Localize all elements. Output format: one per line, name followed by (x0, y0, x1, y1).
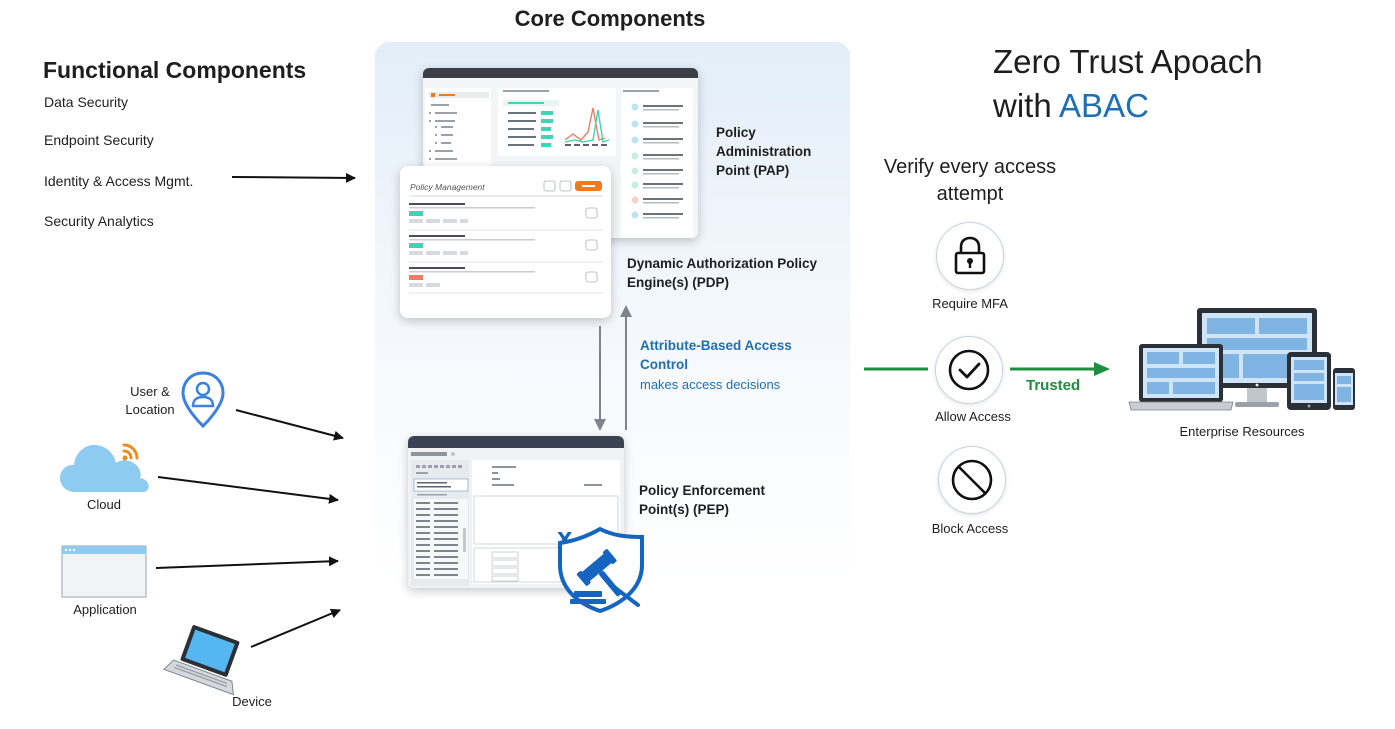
zero-trust-title-line2: with ABAC (993, 84, 1263, 128)
cloud-icon (60, 443, 149, 492)
pdp-label: Dynamic Authorization Policy Engine(s) (… (627, 256, 818, 290)
user-location-pin-icon (181, 371, 225, 429)
policy-management-card: Policy Management (400, 166, 611, 318)
zero-trust-title-prefix: with (993, 87, 1060, 124)
abac-subtitle: makes access decisions (640, 377, 781, 392)
functional-item-data-security: Data Security (44, 94, 129, 110)
zero-trust-title: Zero Trust Apoach with ABAC (993, 40, 1263, 128)
pdp-pep-arrows (594, 305, 632, 431)
application-window-icon (61, 545, 147, 598)
require-mfa-label: Require MFA (932, 296, 1008, 311)
enterprise-devices-icon (1128, 308, 1355, 411)
device-label: Device (232, 694, 272, 709)
lock-icon (954, 236, 986, 275)
user-location-label: User & Location (125, 384, 175, 417)
allow-access-label: Allow Access (935, 409, 1011, 424)
application-label: Application (73, 602, 137, 617)
core-components-title: Core Components (514, 6, 706, 31)
pep-screen (408, 436, 624, 588)
block-access-node (938, 446, 1006, 514)
functional-item-identity-access: Identity & Access Mgmt. (44, 173, 194, 189)
check-circle-icon (948, 349, 990, 391)
functional-item-endpoint-security: Endpoint Security (44, 132, 154, 148)
input-arrows (155, 172, 356, 648)
zero-trust-title-accent: ABAC (1059, 87, 1149, 124)
zero-trust-title-line1: Zero Trust Apoach (993, 43, 1263, 80)
policy-management-title: Policy Management (410, 182, 485, 192)
trusted-flow-arrows (864, 362, 1110, 376)
require-mfa-node (936, 222, 1004, 290)
block-icon (951, 459, 993, 501)
functional-item-security-analytics: Security Analytics (44, 213, 154, 229)
abac-title: Attribute-Based Access Control (640, 338, 792, 372)
functional-components-title: Functional Components (43, 57, 307, 83)
pep-label: Policy Enforcement Point(s) (PEP) (639, 483, 766, 517)
block-access-label: Block Access (931, 521, 1009, 536)
laptop-device-icon (162, 625, 240, 696)
trusted-label: Trusted (1026, 377, 1081, 394)
allow-access-node (935, 336, 1003, 404)
pap-label: Policy Administration Point (PAP) (716, 125, 812, 178)
verify-text: Verify every access attempt (883, 156, 1057, 205)
cloud-label: Cloud (87, 497, 121, 512)
gavel-shield-icon: X (557, 526, 644, 614)
enterprise-resources-label: Enterprise Resources (1179, 424, 1305, 439)
